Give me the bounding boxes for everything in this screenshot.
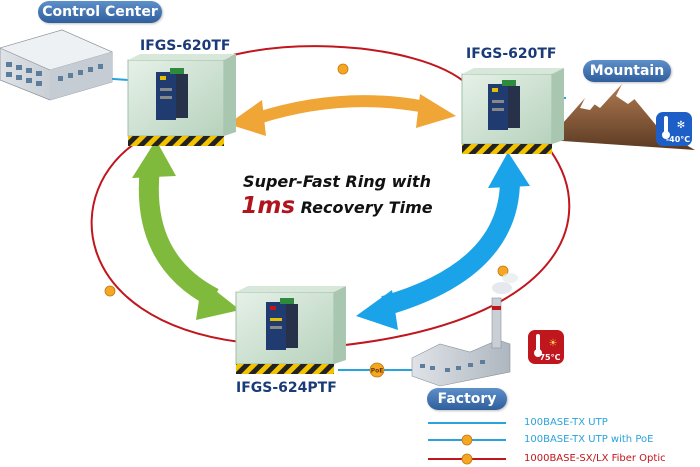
blue-arrow [356, 152, 530, 330]
sfp-badge [104, 63, 509, 297]
switch-box-bottom [235, 286, 346, 374]
control-center-label: Control Center [38, 1, 162, 23]
svg-text:75°C: 75°C [539, 353, 560, 362]
switch-box-left [127, 54, 236, 146]
svg-text:-40°C: -40°C [666, 135, 690, 144]
headline-line1: Super-Fast Ring with [243, 172, 431, 191]
legend-label-fiber: 1000BASE-SX/LX Fiber Optic [524, 453, 666, 464]
svg-text:☀: ☀ [549, 338, 558, 349]
switch-box-right [461, 68, 564, 154]
green-arrow [132, 140, 240, 320]
mountain-label: Mountain [583, 60, 671, 82]
orange-arrow [228, 94, 456, 136]
svg-text:✻: ✻ [677, 120, 685, 131]
legend-label-poe: 100BASE-TX UTP with PoE [524, 434, 654, 445]
control-center-building [0, 29, 113, 101]
legend-label-utp: 100BASE-TX UTP [524, 417, 608, 428]
factory-label: Factory [427, 388, 507, 410]
hot-temperature-icon: ☀ 75°C [528, 330, 564, 364]
switch-label-left: IFGS-620TF [140, 38, 231, 54]
switch-label-bottom: IFGS-624PTF [236, 380, 337, 396]
headline: Super-Fast Ring with 1ms Recovery Time [222, 172, 452, 219]
legend [428, 422, 506, 465]
switch-label-right: IFGS-620TF [466, 46, 557, 62]
poe-badge: PoE [369, 362, 385, 378]
headline-highlight: 1ms [241, 193, 296, 219]
headline-line2: 1ms Recovery Time [222, 193, 452, 219]
svg-text:PoE: PoE [371, 368, 384, 375]
factory-illustration [411, 273, 518, 387]
headline-rest: Recovery Time [295, 198, 433, 217]
cold-temperature-icon: ✻ -40°C [656, 112, 692, 146]
